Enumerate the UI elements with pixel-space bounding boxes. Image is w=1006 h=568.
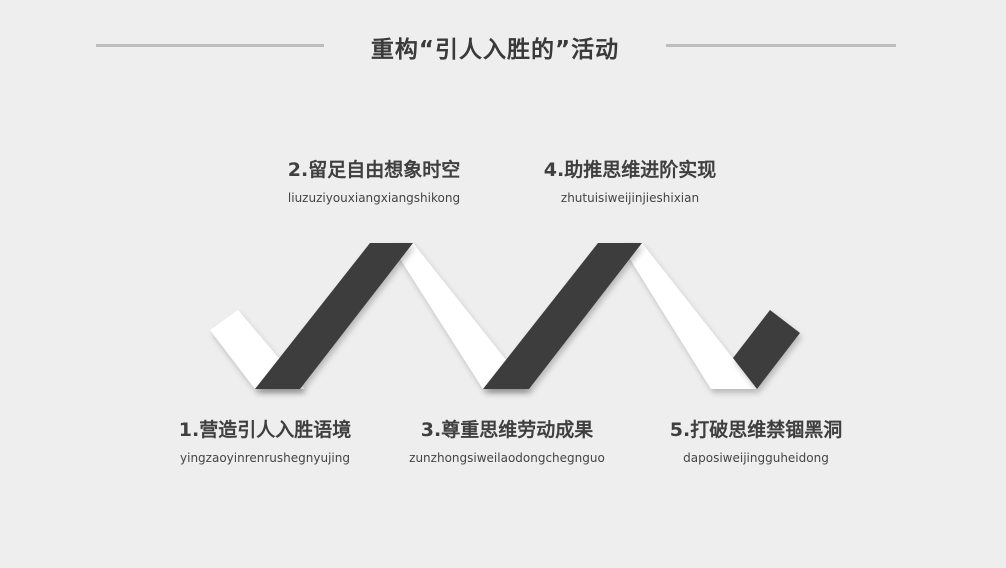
- step-4: 4.助推思维进阶实现 zhutuisiweijinjieshixian: [528, 158, 732, 206]
- step-2-pinyin: liuzuziyouxiangxiangshikong: [287, 191, 461, 205]
- ribbon-segment-3: [390, 243, 529, 389]
- ribbon-segment-5: [620, 243, 757, 389]
- step-1: 1.营造引人入胜语境 yingzaoyinrenrushegnyujing: [165, 418, 365, 466]
- step-2-title: 2.留足自由想象时空: [287, 159, 461, 181]
- title-rule-left: [96, 44, 324, 47]
- ribbon-segment-6: [733, 310, 800, 389]
- step-2: 2.留足自由想象时空 liuzuziyouxiangxiangshikong: [266, 158, 482, 206]
- title-rule-right: [666, 44, 896, 47]
- ribbon-segment-2: [255, 243, 413, 389]
- step-4-pinyin: zhutuisiweijinjieshixian: [560, 191, 700, 205]
- step-1-pinyin: yingzaoyinrenrushegnyujing: [180, 451, 350, 465]
- step-5-title: 5.打破思维禁锢黑洞: [669, 419, 843, 441]
- step-4-title: 4.助推思维进阶实现: [543, 159, 717, 181]
- ribbon-segment-4: [483, 243, 642, 389]
- step-3-title: 3.尊重思维劳动成果: [420, 419, 594, 441]
- step-3: 3.尊重思维劳动成果 zunzhongsiweilaodongchegnguo: [400, 418, 614, 466]
- step-5-pinyin: daposiweijingguheidong: [683, 451, 829, 465]
- step-3-pinyin: zunzhongsiweilaodongchegnguo: [409, 451, 605, 465]
- step-1-title: 1.营造引人入胜语境: [178, 419, 352, 441]
- slide-title: 重构“引人入胜的”活动: [370, 37, 620, 63]
- step-5: 5.打破思维禁锢黑洞 daposiweijingguheidong: [656, 418, 856, 466]
